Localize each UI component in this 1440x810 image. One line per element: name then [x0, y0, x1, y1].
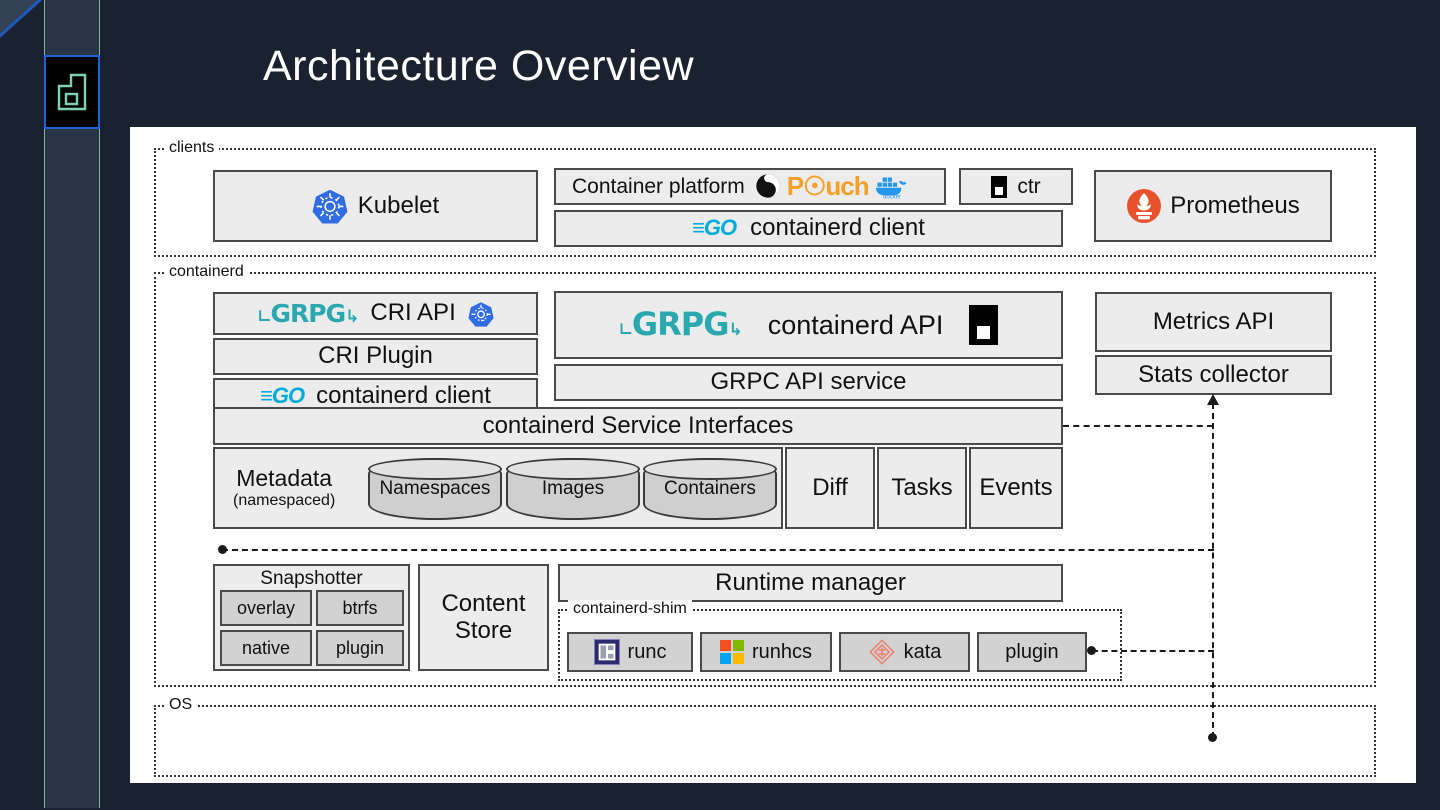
client-ctr-box[interactable]: ctr [959, 168, 1073, 205]
snapshotter-overlay-label: overlay [236, 597, 296, 618]
store-containers-cylinder[interactable]: Containers [643, 458, 777, 520]
page-title: Architecture Overview [263, 42, 695, 90]
metrics-api-box[interactable]: Metrics API [1095, 292, 1332, 352]
service-tasks-label: Tasks [891, 473, 953, 501]
shim-runhcs-box[interactable]: runhcs [700, 632, 832, 672]
client-ctr-label: ctr [1017, 174, 1041, 198]
client-prometheus-box[interactable]: Prometheus [1094, 170, 1332, 242]
microsoft-windows-icon [719, 640, 744, 664]
group-os-label: OS [164, 696, 198, 714]
group-containerd-shim: containerd-shim [558, 600, 1122, 681]
store-images-cylinder[interactable]: Images [506, 458, 640, 520]
service-interfaces-box[interactable]: containerd Service Interfaces [213, 407, 1063, 445]
kata-containers-diamond-icon [868, 639, 895, 665]
group-containerd: containerd [154, 263, 1376, 687]
containerd-mark-icon [969, 305, 999, 345]
diagram-canvas: clients Kubelet Container platform [130, 127, 1416, 783]
cri-containerd-client-label: containerd client [316, 382, 491, 410]
golang-go-icon: ≡GO [692, 215, 737, 241]
grpc-api-service-label: GRPC API service [710, 368, 907, 396]
pouch-wordmark: P☉uch [786, 170, 870, 201]
connector-vertical-main [1212, 403, 1214, 738]
cri-plugin-box[interactable]: CRI Plugin [213, 338, 538, 375]
service-events-box[interactable]: Events [969, 447, 1063, 529]
client-container-platform-box[interactable]: Container platform P☉uch docker [554, 168, 946, 205]
client-kubelet-box[interactable]: Kubelet [213, 170, 538, 242]
cri-plugin-label: CRI Plugin [318, 342, 433, 370]
prometheus-torch-icon [1127, 189, 1162, 223]
shim-runc-label: runc [627, 640, 667, 663]
shim-kata-label: kata [903, 640, 942, 663]
containerd-d-logo-glyph [57, 73, 87, 111]
cri-api-label: CRI API [370, 299, 456, 327]
snapshotter-btrfs-box[interactable]: btrfs [316, 590, 404, 626]
group-clients: clients [154, 139, 1376, 257]
containerd-api-box[interactable]: ∟GRPG↳ containerd API [554, 291, 1063, 359]
decorative-vertical-bar [44, 0, 100, 808]
store-containers-label: Containers [664, 478, 756, 499]
stats-collector-label: Stats collector [1138, 360, 1289, 388]
service-diff-box[interactable]: Diff [785, 447, 875, 529]
connector-endpoint-os [1208, 733, 1217, 742]
pouch-icon [756, 174, 780, 199]
service-interfaces-label: containerd Service Interfaces [482, 411, 794, 439]
grpc-api-service-box[interactable]: GRPC API service [554, 364, 1063, 401]
metrics-api-label: Metrics API [1152, 307, 1275, 335]
cri-api-box[interactable]: ∟GRPG↳ CRI API [213, 292, 538, 335]
connector-endpoint-shim [1087, 646, 1096, 655]
store-images-label: Images [541, 478, 605, 499]
metadata-label: Metadata [236, 465, 333, 492]
shim-kata-box[interactable]: kata [839, 632, 970, 672]
runtime-manager-label: Runtime manager [715, 568, 906, 596]
group-clients-label: clients [164, 139, 220, 157]
golang-go-icon: ≡GO [260, 383, 305, 409]
content-store-line1: Content [441, 589, 526, 617]
docker-whale-icon: docker [875, 177, 907, 200]
connector-arrow-to-stats-collector [1207, 394, 1219, 405]
connector-service-interfaces-to-stats [1063, 425, 1213, 427]
containerd-d-logo-icon [44, 55, 100, 129]
content-store-box[interactable]: Content Store [418, 564, 549, 671]
containerd-mark-icon [991, 175, 1008, 198]
snapshotter-btrfs-label: btrfs [342, 597, 378, 618]
store-namespaces-label: Namespaces [379, 478, 491, 499]
connector-endpoint-snapshotter [218, 545, 227, 554]
client-containerd-client-label: containerd client [750, 214, 925, 242]
snapshotter-label: Snapshotter [260, 568, 363, 589]
stats-collector-box[interactable]: Stats collector [1095, 355, 1332, 395]
shim-runhcs-label: runhcs [751, 640, 813, 663]
containerd-api-label: containerd API [767, 309, 944, 340]
metadata-sublabel: (namespaced) [233, 491, 336, 509]
snapshotter-native-box[interactable]: native [220, 630, 312, 666]
shim-plugin-label: plugin [1005, 640, 1059, 663]
shim-runc-box[interactable]: runc [567, 632, 693, 672]
snapshotter-plugin-label: plugin [335, 637, 385, 658]
shim-plugin-box[interactable]: plugin [977, 632, 1087, 672]
client-prometheus-label: Prometheus [1170, 191, 1300, 219]
connector-snapshotter-horizontal [222, 549, 1214, 551]
content-store-line2: Store [454, 616, 513, 644]
grpc-icon: ∟GRPG↳ [618, 305, 743, 344]
client-kubelet-label: Kubelet [357, 191, 440, 219]
connector-shim-to-vertical [1092, 650, 1214, 652]
kubernetes-helm-icon [312, 189, 348, 224]
snapshotter-plugin-box[interactable]: plugin [316, 630, 404, 666]
store-namespaces-cylinder[interactable]: Namespaces [368, 458, 502, 520]
client-containerd-client-box[interactable]: ≡GO containerd client [554, 210, 1063, 247]
svg-text:docker: docker [883, 195, 901, 200]
snapshotter-overlay-box[interactable]: overlay [220, 590, 312, 626]
snapshotter-native-label: native [241, 637, 291, 658]
service-diff-label: Diff [812, 473, 848, 501]
runtime-manager-box[interactable]: Runtime manager [558, 564, 1063, 602]
group-os: OS [154, 696, 1376, 777]
grpc-icon: ∟GRPG↳ [257, 298, 359, 328]
runc-icon [593, 639, 620, 665]
client-container-platform-label: Container platform [572, 174, 745, 198]
group-containerd-label: containerd [164, 263, 249, 281]
service-tasks-box[interactable]: Tasks [877, 447, 967, 529]
kubernetes-helm-icon [468, 301, 494, 327]
group-containerd-shim-label: containerd-shim [568, 600, 692, 618]
service-events-label: Events [979, 473, 1053, 501]
